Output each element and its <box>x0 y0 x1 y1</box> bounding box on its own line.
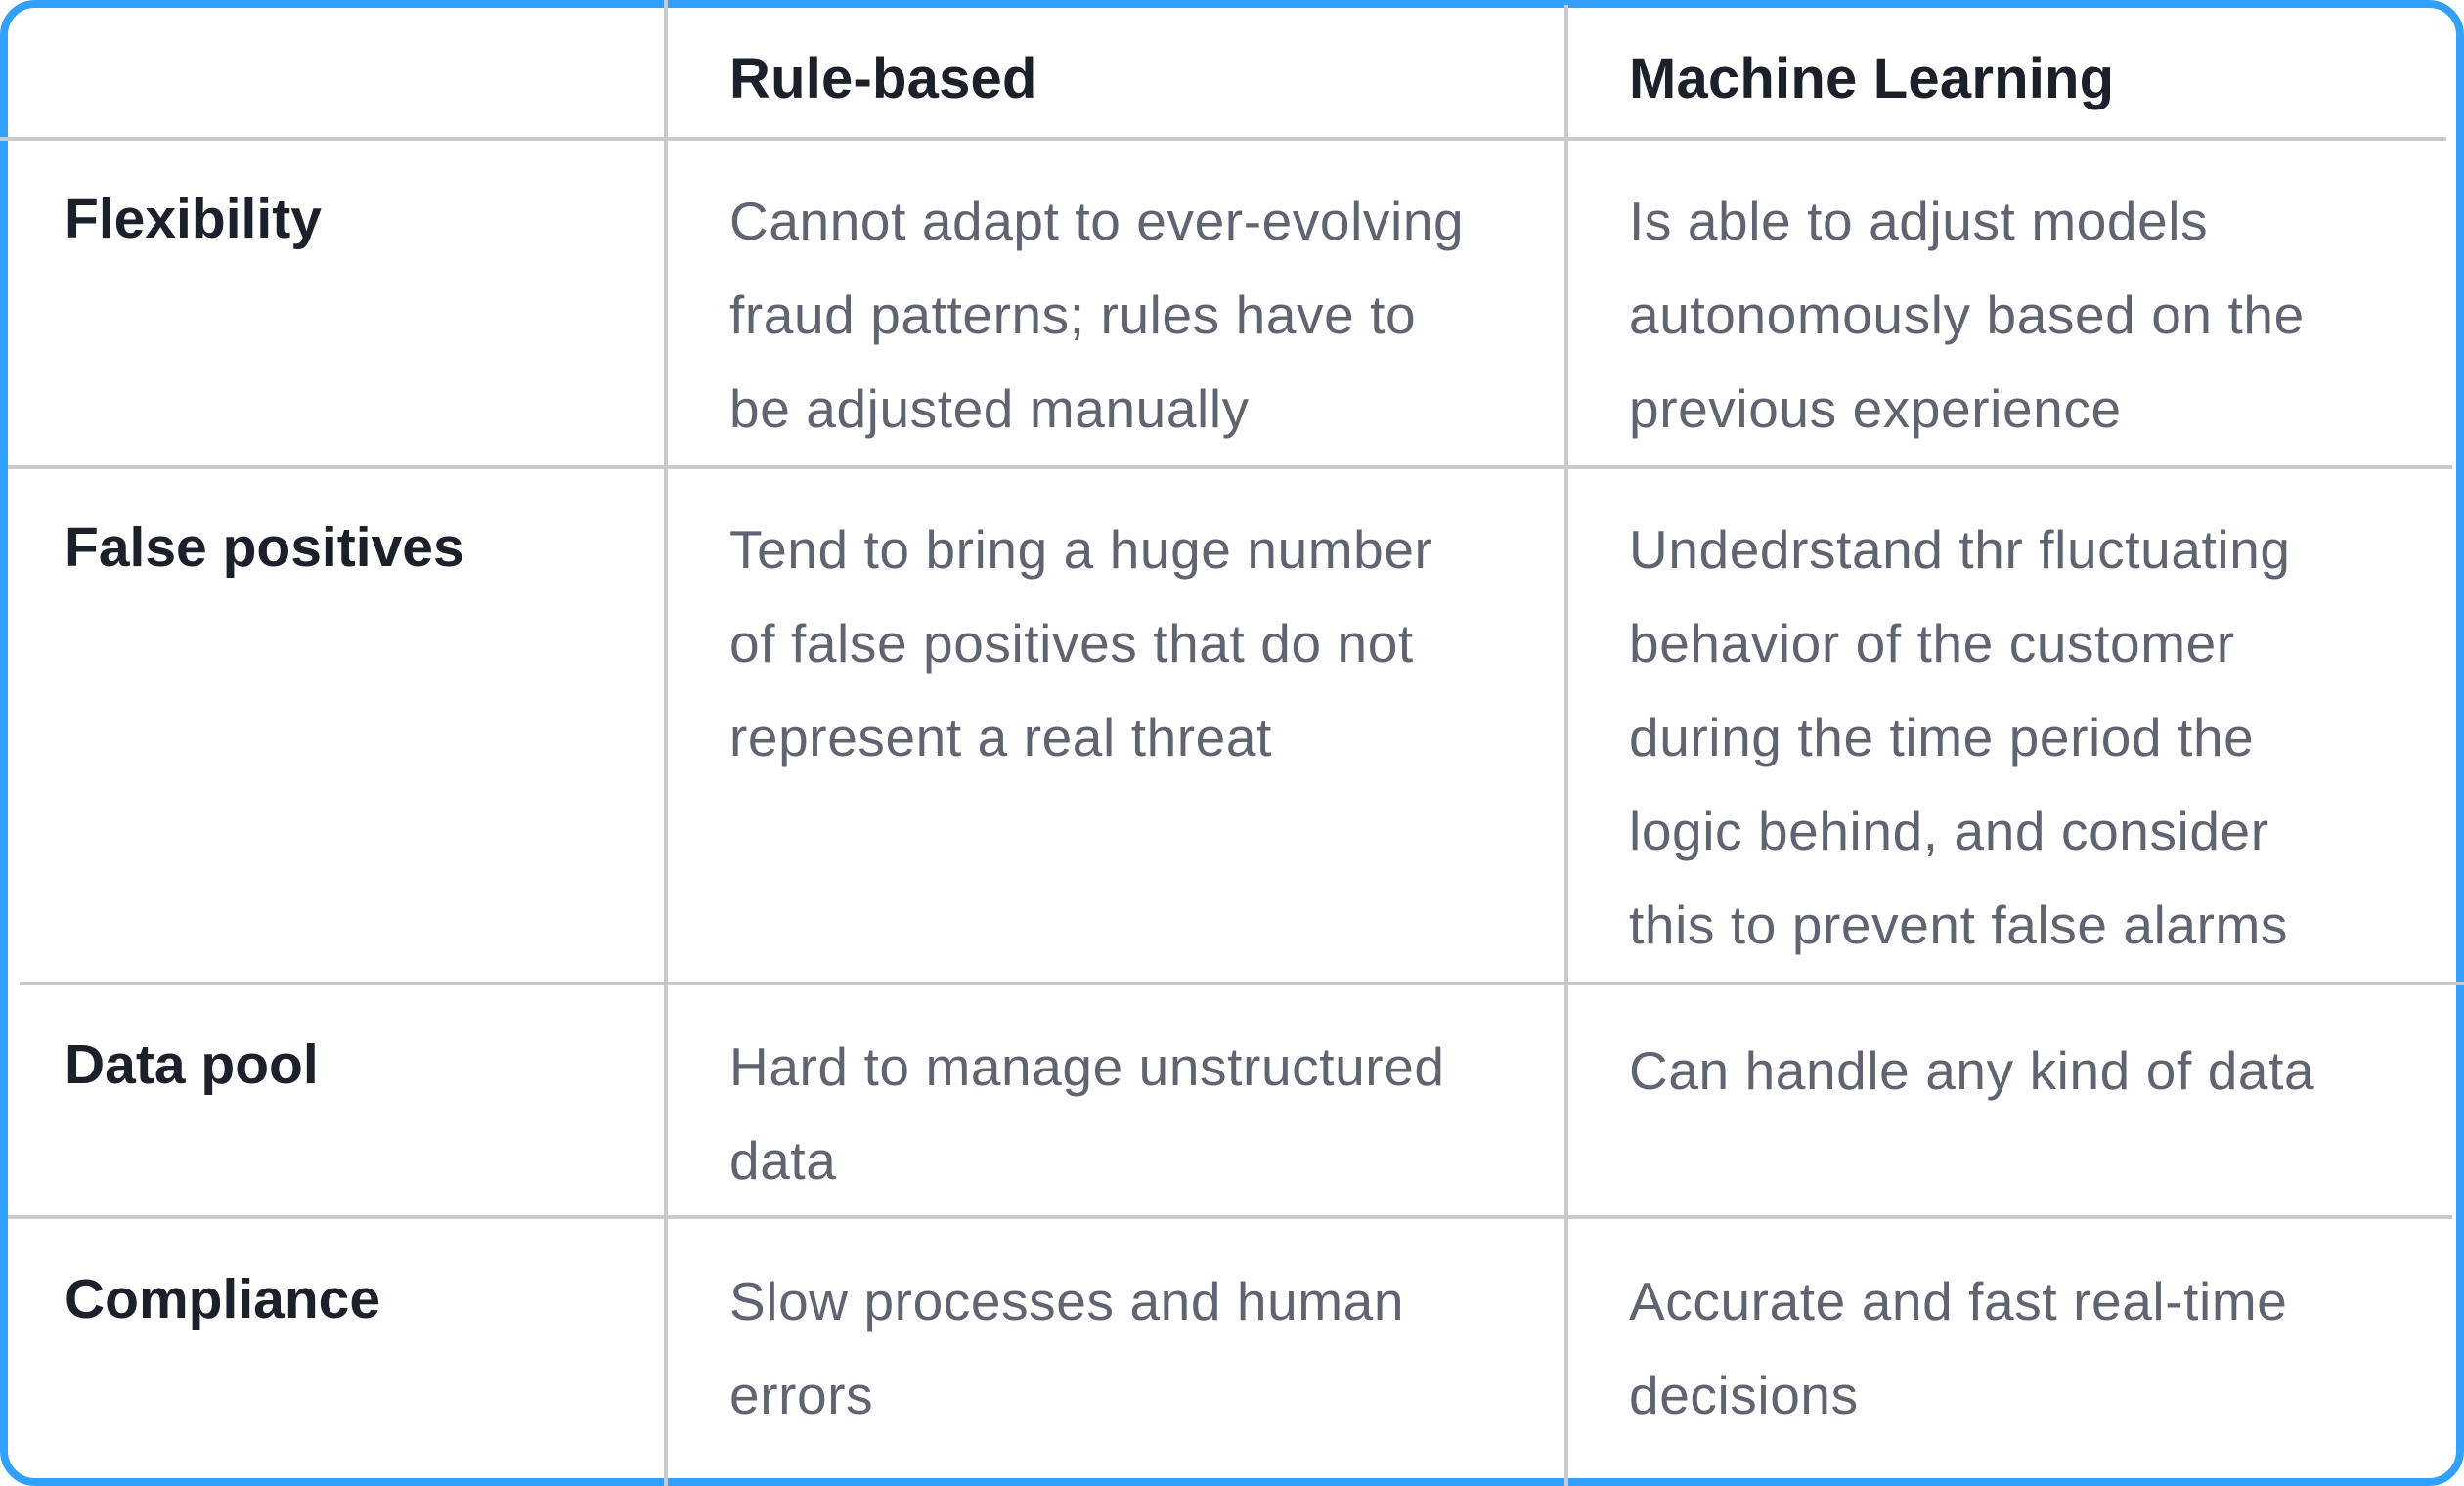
text-line: Is able to adjust models <box>1629 191 2209 251</box>
column-divider-2 <box>1564 5 1568 1486</box>
row-divider-2 <box>20 982 2464 985</box>
text-line: errors <box>729 1365 874 1425</box>
text-line: logic behind, and consider <box>1629 801 2269 861</box>
text-line: autonomously based on the <box>1629 284 2305 345</box>
row-divider-1 <box>8 465 2452 469</box>
text-line: of false positives that do not <box>729 613 1414 674</box>
cell-data-pool-machine-learning: Can handle any kind of data <box>1629 1024 2314 1117</box>
text-line: fraud patterns; rules have to <box>729 284 1417 345</box>
text-line: Hard to manage unstructured <box>729 1036 1445 1097</box>
text-line: decisions <box>1629 1365 1859 1425</box>
text-line: Can handle any kind of data <box>1629 1040 2315 1101</box>
cell-false-positives-rule-based: Tend to bring a huge number of false pos… <box>729 503 1432 784</box>
text-line: Accurate and fast real-time <box>1629 1271 2288 1332</box>
text-line: data <box>729 1130 837 1191</box>
column-divider-1 <box>664 0 668 1486</box>
text-line: Tend to bring a huge number <box>729 519 1433 580</box>
text-line: represent a real threat <box>729 707 1272 767</box>
cell-compliance-machine-learning: Accurate and fast real-time decisions <box>1629 1254 2287 1442</box>
cell-flexibility-machine-learning: Is able to adjust models autonomously ba… <box>1629 174 2305 456</box>
row-label-data-pool: Data pool <box>65 1033 319 1096</box>
text-line: behavior of the customer <box>1629 613 2235 674</box>
text-line: Undedrstand thr fluctuating <box>1629 519 2291 580</box>
row-label-flexibility: Flexibility <box>65 188 322 250</box>
row-divider-3 <box>8 1215 2452 1219</box>
text-line: Cannot adapt to ever-evolving <box>729 191 1465 251</box>
header-divider <box>0 137 2446 141</box>
text-line: during the time period the <box>1629 707 2255 767</box>
cell-flexibility-rule-based: Cannot adapt to ever-evolving fraud patt… <box>729 174 1464 456</box>
text-line: be adjusted manually <box>729 378 1250 439</box>
text-line: this to prevent false alarms <box>1629 895 2289 955</box>
column-header-rule-based: Rule-based <box>729 47 1037 110</box>
row-label-compliance: Compliance <box>65 1268 381 1331</box>
text-line: Slow processes and human <box>729 1271 1405 1332</box>
row-label-false-positives: False positives <box>65 516 464 579</box>
cell-data-pool-rule-based: Hard to manage unstructured data <box>729 1020 1445 1207</box>
cell-compliance-rule-based: Slow processes and human errors <box>729 1254 1404 1442</box>
column-header-machine-learning: Machine Learning <box>1629 47 2115 110</box>
cell-false-positives-machine-learning: Undedrstand thr fluctuating behavior of … <box>1629 503 2291 972</box>
text-line: previous experience <box>1629 378 2122 439</box>
